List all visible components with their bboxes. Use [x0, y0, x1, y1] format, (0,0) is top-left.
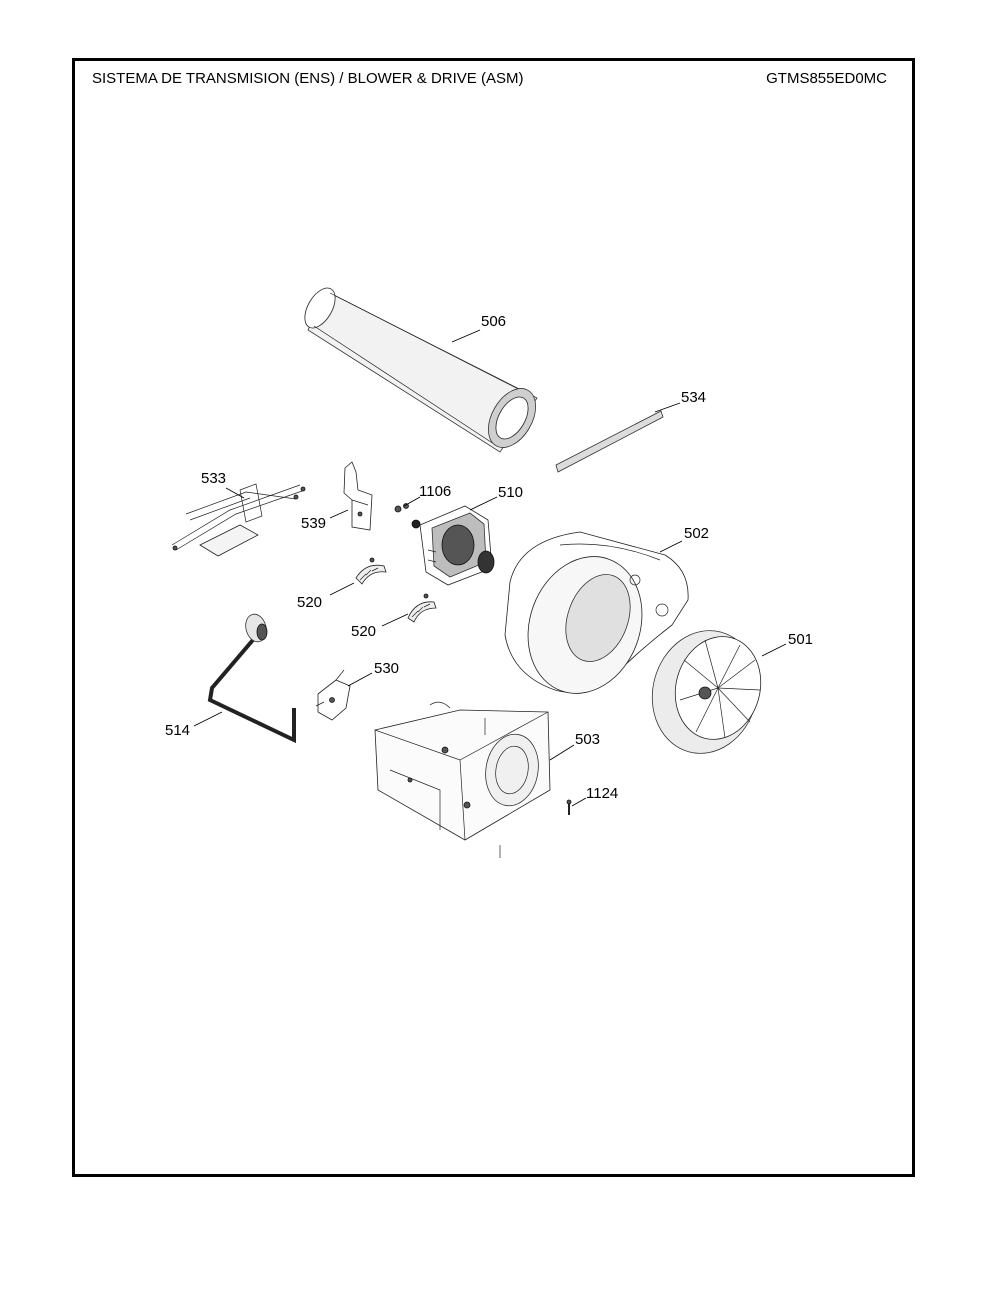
model-number: GTMS855ED0MC	[766, 70, 887, 87]
leader-503	[549, 744, 575, 761]
callout-506: 506	[481, 313, 506, 330]
part-520-clip-upper	[355, 557, 387, 585]
callout-534: 534	[681, 389, 706, 406]
part-533-harness	[171, 483, 306, 557]
callout-520a: 520	[297, 594, 322, 611]
part-510-motor	[411, 505, 495, 586]
leader-520b	[381, 613, 409, 627]
callout-1124: 1124	[586, 785, 618, 802]
part-502-blower-housing	[504, 531, 689, 694]
diagram-title: SISTEMA DE TRANSMISION (ENS) / BLOWER & …	[92, 70, 524, 87]
part-539-bracket	[343, 461, 373, 531]
part-514-idler-arm	[207, 613, 296, 744]
diagram-frame	[72, 58, 915, 1177]
leader-520a	[329, 582, 355, 596]
leader-539	[329, 509, 349, 519]
callout-520b: 520	[351, 623, 376, 640]
callout-539: 539	[301, 515, 326, 532]
callout-533: 533	[201, 470, 226, 487]
leader-530	[347, 672, 373, 687]
callout-503: 503	[575, 731, 600, 748]
callout-530: 530	[374, 660, 399, 677]
leader-502	[659, 540, 683, 553]
leader-533	[225, 487, 245, 499]
leader-1124	[571, 797, 587, 807]
leader-514	[193, 711, 223, 727]
callout-502: 502	[684, 525, 709, 542]
callout-510: 510	[498, 484, 523, 501]
part-1124-screw	[566, 799, 572, 815]
part-501-blower-wheel	[651, 630, 762, 754]
leader-501	[761, 643, 787, 657]
part-520-clip-lower	[407, 593, 437, 623]
part-530-switch	[315, 669, 351, 721]
callout-1106: 1106	[419, 483, 451, 500]
callout-514: 514	[165, 722, 190, 739]
part-503-base-frame	[374, 701, 551, 858]
leader-510	[469, 496, 498, 511]
leader-1106	[403, 496, 421, 507]
leader-506	[451, 329, 481, 343]
part-506-tube	[304, 287, 538, 453]
callout-501: 501	[788, 631, 813, 648]
part-1106-screw	[394, 503, 409, 513]
part-534-strip	[555, 410, 664, 473]
leader-534	[654, 402, 681, 413]
